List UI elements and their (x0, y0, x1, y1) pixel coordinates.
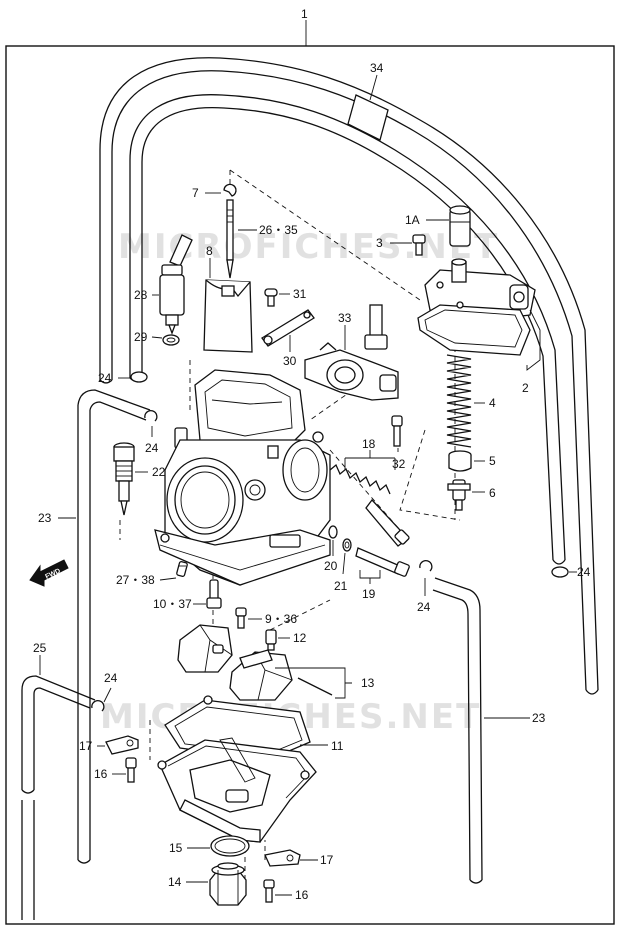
diagram-frame (5, 45, 615, 925)
top-cover-part-2 (417, 258, 536, 356)
label-17a: 17 (79, 739, 93, 753)
o-ring-part-15 (210, 835, 250, 857)
drain-hose-part-23-left (77, 389, 151, 864)
screw-part-16a (125, 757, 137, 783)
pilot-jet-part-9 (235, 607, 247, 629)
label-18: 18 (362, 437, 376, 451)
label-16b: 16 (295, 888, 309, 902)
label-12: 12 (293, 631, 307, 645)
screw-part-3 (412, 234, 426, 256)
label-6: 6 (489, 486, 496, 500)
label-3: 3 (376, 236, 383, 250)
float-left (177, 624, 233, 673)
label-25: 25 (33, 641, 47, 655)
label-22: 22 (152, 465, 166, 479)
spring-seat-part-5 (448, 450, 472, 472)
label-33: 33 (338, 311, 352, 325)
throttle-valve-part-8 (203, 279, 253, 353)
label-7: 7 (192, 186, 199, 200)
jet-needle-part-26 (226, 199, 234, 279)
label-20: 20 (324, 559, 338, 573)
hose-part-25 (21, 675, 96, 920)
main-jet-part-10 (206, 579, 222, 609)
float-part-13 (229, 649, 293, 701)
label-24c: 24 (577, 565, 591, 579)
label-8: 8 (206, 244, 213, 258)
throttle-spring-part-4 (446, 354, 472, 448)
throttle-lever-part-33 (304, 304, 399, 401)
label-13: 13 (361, 676, 375, 690)
hose-clip-part-24b (144, 410, 158, 422)
float-pin (297, 677, 333, 696)
o-ring-part-20 (328, 525, 338, 539)
label-21: 21 (334, 579, 348, 593)
screw-part-16b (263, 879, 275, 903)
label-23b: 23 (532, 711, 546, 725)
float-bowl-part-11 (157, 695, 317, 843)
label-5: 5 (489, 454, 496, 468)
label-23a: 23 (38, 511, 52, 525)
label-11: 11 (331, 739, 344, 753)
label-28: 28 (134, 288, 148, 302)
label-16a: 16 (94, 767, 108, 781)
screw-part-27 (176, 561, 188, 577)
cap-part-1A (449, 205, 471, 247)
label-24b: 24 (145, 441, 159, 455)
air-screw-part-22 (113, 442, 135, 516)
label-24a: 24 (98, 371, 112, 385)
washer-part-21 (342, 538, 352, 552)
label-1A: 1A (405, 213, 420, 227)
label-4: 4 (489, 396, 496, 410)
adjust-screw-part-19 (355, 547, 410, 577)
o-ring-part-29 (162, 334, 180, 346)
carburetor-body (154, 369, 331, 586)
bracket-part-17a (105, 735, 139, 755)
label-30: 30 (283, 354, 297, 368)
hose-clip-part-24d (419, 560, 433, 572)
drain-plug-part-14 (209, 862, 247, 906)
label-19: 19 (362, 587, 376, 601)
label-10-37: 10・37 (153, 597, 192, 611)
screw-part-32 (391, 415, 403, 447)
label-24d: 24 (417, 600, 431, 614)
label-29: 29 (134, 330, 148, 344)
drain-hose-part-23-right (432, 577, 483, 884)
screw-part-31 (264, 288, 278, 307)
hose-clip-part-24e (91, 700, 105, 712)
label-31: 31 (293, 287, 307, 301)
label-15: 15 (169, 841, 183, 855)
label-32: 32 (392, 457, 406, 471)
label-17b: 17 (320, 853, 334, 867)
fitting-part-12 (265, 629, 277, 651)
hose-clip-part-24a (130, 371, 148, 383)
label-34: 34 (370, 61, 384, 75)
label-24e: 24 (104, 671, 118, 685)
fitting-part-6 (447, 479, 471, 511)
valve-part-28 (159, 234, 193, 335)
label-27-38: 27・38 (116, 573, 155, 587)
label-2: 2 (522, 381, 529, 395)
hose-clip-part-24c (551, 566, 569, 578)
forward-arrow-icon: FWD (29, 559, 69, 587)
label-26-35: 26・35 (259, 223, 298, 237)
clip-part-7 (223, 183, 237, 197)
bracket-part-17b (264, 849, 301, 867)
label-1: 1 (301, 7, 308, 21)
link-plate-part-30 (261, 309, 315, 347)
pilot-screw-part-18 (329, 463, 410, 547)
label-9-36: 9・36 (265, 612, 297, 626)
label-14: 14 (168, 875, 182, 889)
